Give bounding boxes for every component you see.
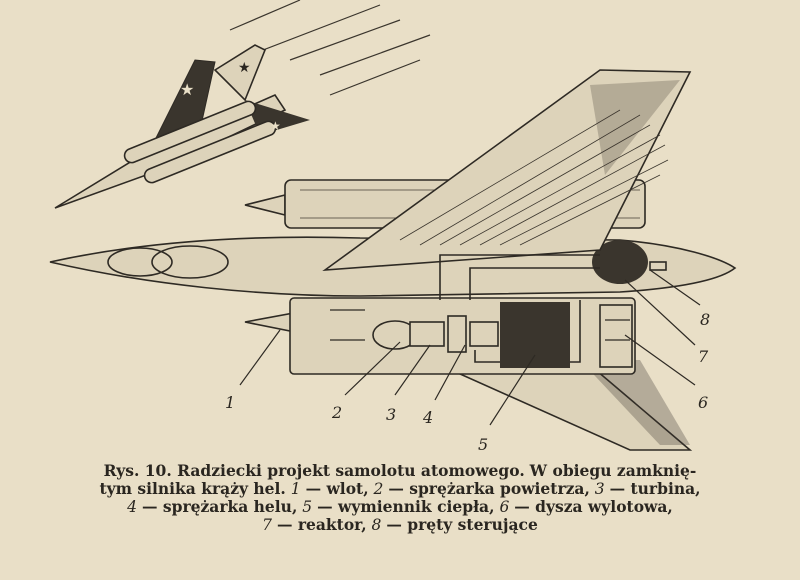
item-1-text: — wlot,: [305, 479, 369, 498]
item-7-text: — reaktor,: [276, 515, 367, 534]
item-8-text: — pręty sterujące: [386, 515, 538, 534]
figure-caption: Rys. 10. Radziecki projekt samolotu atom…: [30, 462, 770, 534]
lower-engine: [244, 254, 636, 375]
item-2-text: — sprężarka powietrza,: [388, 479, 590, 498]
item-6-num: 6: [499, 498, 510, 516]
caption-line-4: 7 — reaktor, 8 — pręty sterujące: [30, 516, 770, 534]
callout-4: 4: [422, 408, 433, 427]
caption-heading: Rys. 10. Radziecki projekt samolotu atom…: [103, 461, 525, 480]
speed-lines: [229, 0, 431, 96]
callout-7: 7: [698, 347, 709, 366]
item-3-num: 3: [594, 480, 605, 498]
callout-5: 5: [478, 435, 488, 454]
callout-6: 6: [698, 393, 708, 412]
item-7-num: 7: [262, 516, 273, 534]
star-icon: ★: [238, 60, 251, 76]
star-icon: ★: [180, 80, 194, 99]
reactor-shape: [592, 240, 648, 284]
callout-3: 3: [386, 405, 396, 424]
caption-line-2: tym silnika krąży hel. 1 — wlot, 2 — spr…: [30, 480, 770, 498]
star-icon: ★: [270, 119, 281, 133]
caption-intro-cont: tym silnika krąży hel.: [99, 479, 286, 498]
item-6-text: — dysza wylotowa,: [514, 497, 673, 516]
atomic-aircraft-diagram: ★ ★ ★: [49, 0, 737, 454]
callout-8: 8: [700, 310, 710, 329]
item-1-num: 1: [290, 480, 301, 498]
item-3-text: — turbina,: [609, 479, 701, 498]
leader-lines: [239, 269, 701, 426]
caption-intro: W obiegu zamknię-: [529, 461, 697, 480]
caption-line-1: Rys. 10. Radziecki projekt samolotu atom…: [30, 462, 770, 480]
item-5-num: 5: [302, 498, 313, 516]
item-4-num: 4: [127, 498, 138, 516]
callout-2: 2: [331, 403, 342, 422]
small-aircraft: ★ ★ ★: [54, 44, 310, 209]
item-5-text: — wymiennik ciepła,: [317, 497, 495, 516]
item-8-num: 8: [371, 516, 382, 534]
heat-exchanger: [500, 302, 570, 368]
upper-wing: [322, 69, 692, 272]
callout-1: 1: [225, 393, 235, 412]
item-2-num: 2: [373, 480, 384, 498]
caption-line-3: 4 — sprężarka helu, 5 — wymiennik ciepła…: [30, 498, 770, 516]
item-4-text: — sprężarka helu,: [141, 497, 298, 516]
